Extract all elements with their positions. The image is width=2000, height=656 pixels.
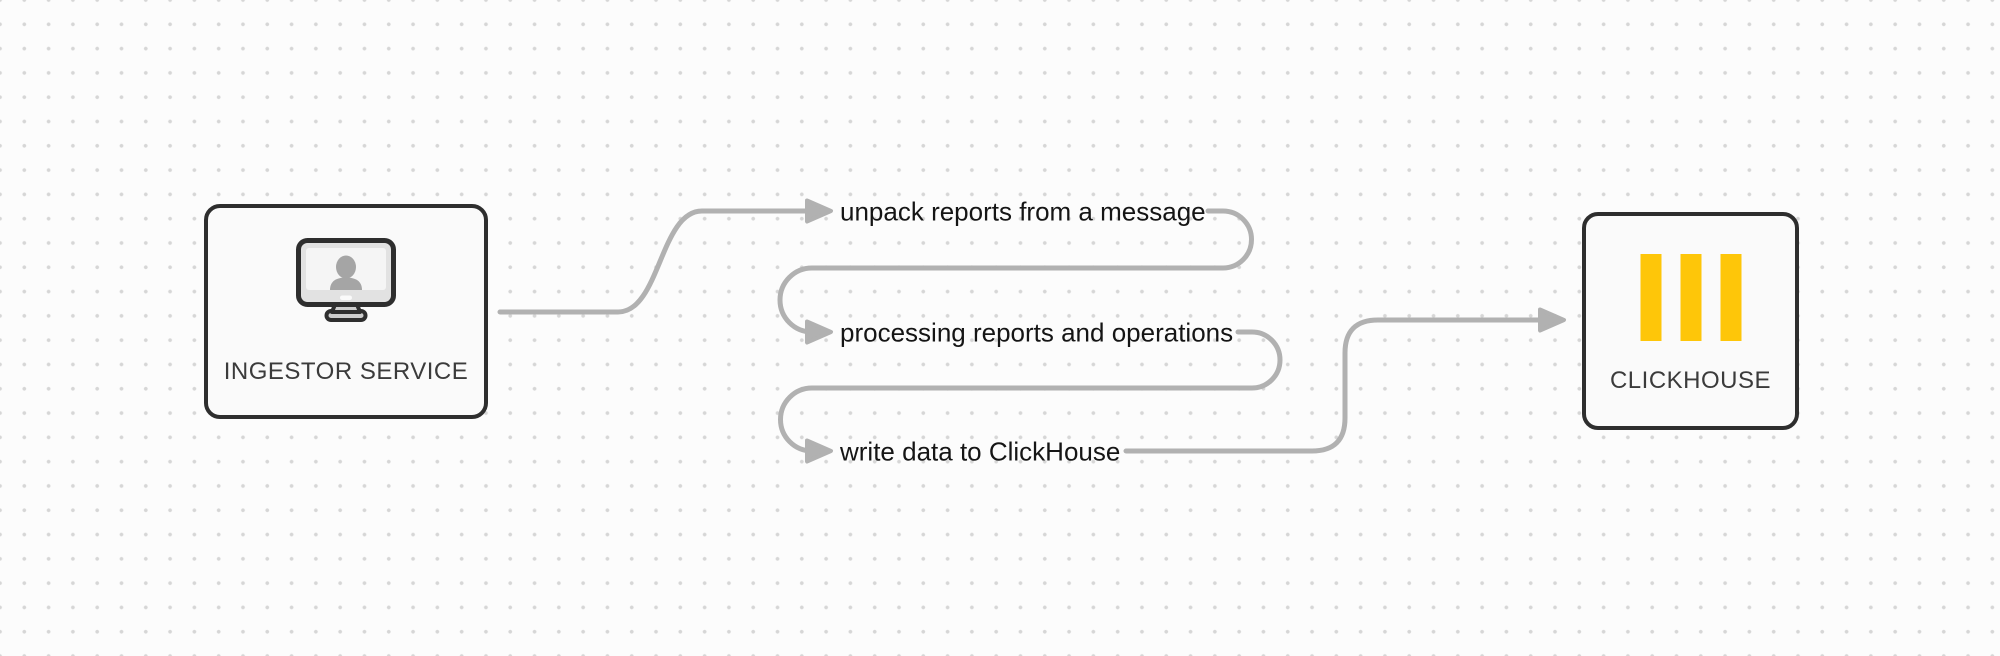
- arrowhead-icon: [1538, 307, 1566, 333]
- connector-step2-to-step3: [778, 329, 1283, 454]
- connector-step1-to-step2: [777, 208, 1254, 335]
- ingestor-service-label: INGESTOR SERVICE: [223, 358, 469, 385]
- node-clickhouse: CLICKHOUSE: [1582, 212, 1799, 430]
- workstation-user-icon: [296, 238, 396, 322]
- node-ingestor-service: INGESTOR SERVICE: [204, 204, 488, 419]
- connector-step3-to-clickhouse: [1123, 317, 1541, 454]
- arrowhead-icon: [805, 198, 833, 224]
- clickhouse-label: CLICKHOUSE: [1609, 367, 1772, 394]
- clickhouse-logo-icon: [1640, 254, 1741, 341]
- step-label-unpack-reports: unpack reports from a message: [840, 196, 1206, 227]
- step-label-processing-reports: processing reports and operations: [840, 317, 1234, 348]
- arrowhead-icon: [805, 319, 833, 345]
- step-label-write-data: write data to ClickHouse: [840, 436, 1121, 467]
- connector-ingestor-to-step1: [497, 208, 809, 315]
- arrowhead-icon: [805, 438, 833, 464]
